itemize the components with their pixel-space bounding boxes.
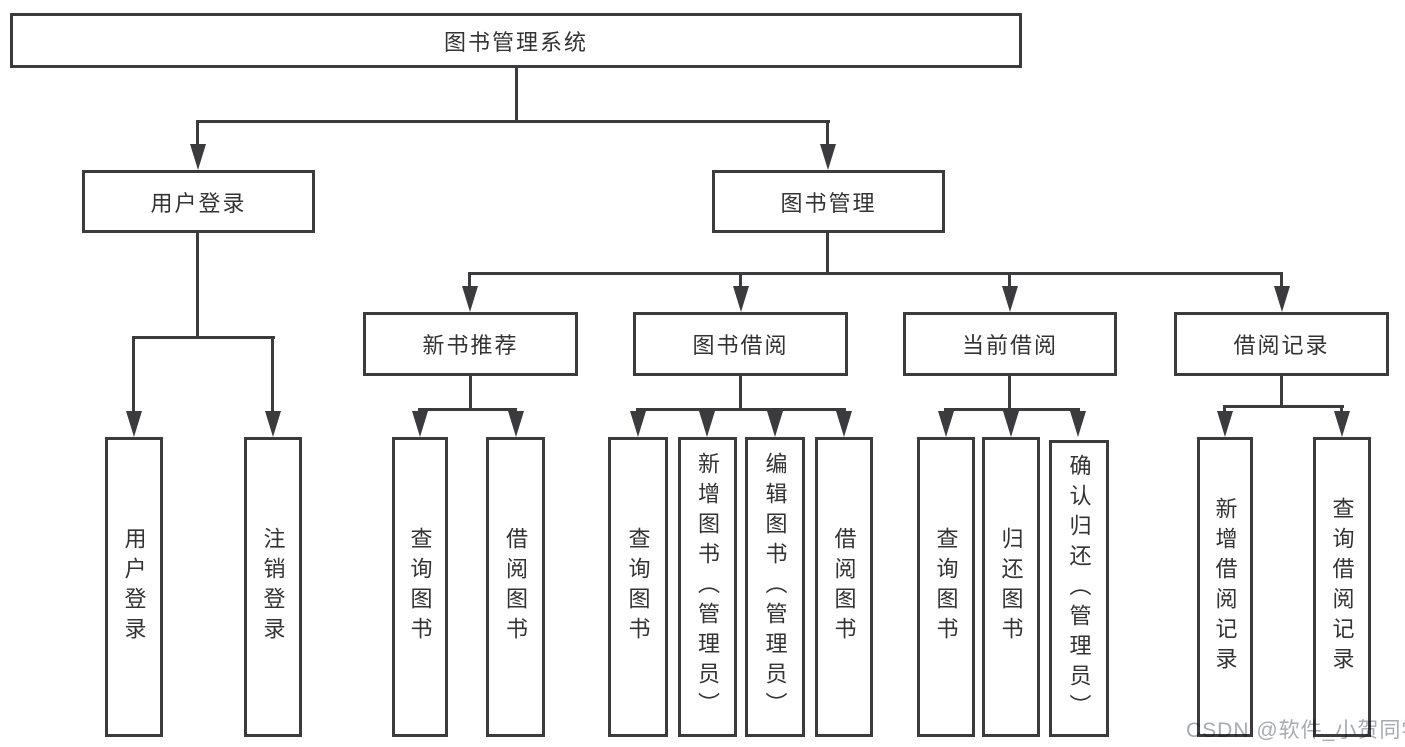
leaf-recommend-borrow-books: 借阅图书 bbox=[486, 437, 545, 737]
connector-user-login-stem bbox=[196, 233, 199, 336]
arrowhead-borrow-edit bbox=[767, 411, 783, 437]
leaf-records-add-record: 新增借阅记录 bbox=[1197, 437, 1253, 737]
connector-drop-records-add bbox=[1223, 405, 1226, 414]
connector-recommend-stem bbox=[469, 376, 472, 408]
arrowhead-current-confirm bbox=[1070, 411, 1086, 437]
leaf-current-query-books: 查询图书 bbox=[917, 437, 975, 737]
arrowhead-current-borrow bbox=[1002, 286, 1018, 312]
leaf-current-return-books: 归还图书 bbox=[982, 437, 1040, 737]
arrowhead-leaf-user-login bbox=[126, 411, 142, 437]
leaf-current-return-books-label: 归还图书 bbox=[998, 527, 1024, 647]
connector-current-bus bbox=[944, 408, 1080, 411]
leaf-borrow-query-books: 查询图书 bbox=[608, 437, 668, 737]
leaf-recommend-query-books-label: 查询图书 bbox=[407, 527, 433, 647]
leaf-recommend-query-books: 查询图书 bbox=[392, 437, 448, 737]
connector-drop-book-borrow bbox=[739, 272, 742, 288]
leaf-borrow-edit-books-admin: 编辑图书（管理员） bbox=[745, 437, 805, 737]
arrowhead-recommend-query bbox=[412, 411, 428, 437]
arrowhead-recommend-borrow bbox=[508, 411, 524, 437]
arrowhead-current-return bbox=[1003, 411, 1019, 437]
leaf-current-confirm-return-admin-label: 确认归还（管理员） bbox=[1066, 453, 1092, 724]
connector-drop-user-login bbox=[196, 120, 199, 146]
leaf-logout-label: 注销登录 bbox=[260, 527, 286, 647]
node-new-book-recommend: 新书推荐 bbox=[363, 312, 578, 376]
leaf-records-query-record: 查询借阅记录 bbox=[1313, 437, 1371, 737]
leaf-user-login: 用户登录 bbox=[105, 437, 163, 737]
leaf-borrow-add-books-admin-label: 新增图书（管理员） bbox=[695, 452, 721, 722]
connector-book-management-stem bbox=[826, 233, 829, 272]
arrowhead-book-borrow bbox=[733, 286, 749, 312]
arrowhead-records-add bbox=[1217, 411, 1233, 437]
connector-drop-book-management bbox=[826, 120, 829, 146]
connector-drop-recommend bbox=[468, 272, 471, 288]
arrowhead-borrow-add bbox=[699, 411, 715, 437]
leaf-borrow-borrow-books-label: 借阅图书 bbox=[831, 527, 857, 647]
node-user-login: 用户登录 bbox=[82, 170, 315, 233]
leaf-borrow-query-books-label: 查询图书 bbox=[625, 527, 651, 647]
arrowhead-records-query bbox=[1334, 411, 1350, 437]
arrowhead-recommend bbox=[462, 286, 478, 312]
arrowhead-book-management bbox=[820, 144, 836, 170]
node-root: 图书管理系统 bbox=[10, 13, 1022, 68]
connector-drop-borrow-records bbox=[1280, 272, 1283, 288]
arrowhead-borrow-query bbox=[630, 411, 646, 437]
leaf-user-login-label: 用户登录 bbox=[121, 527, 147, 647]
connector-drop-leaf-logout bbox=[271, 336, 274, 413]
arrowhead-borrow-records bbox=[1274, 286, 1290, 312]
leaf-borrow-edit-books-admin-label: 编辑图书（管理员） bbox=[762, 452, 788, 722]
leaf-borrow-add-books-admin: 新增图书（管理员） bbox=[678, 437, 737, 737]
connector-current-stem bbox=[1008, 376, 1011, 408]
leaf-current-query-books-label: 查询图书 bbox=[933, 527, 959, 647]
arrowhead-leaf-logout bbox=[265, 411, 281, 437]
leaf-recommend-borrow-books-label: 借阅图书 bbox=[503, 527, 529, 647]
connector-drop-leaf-user-login bbox=[132, 336, 135, 413]
connector-records-bus bbox=[1223, 405, 1344, 408]
connector-book-borrow-stem bbox=[739, 376, 742, 408]
leaf-current-confirm-return-admin: 确认归还（管理员） bbox=[1049, 440, 1109, 737]
leaf-records-query-record-label: 查询借阅记录 bbox=[1329, 497, 1355, 677]
connector-records-stem bbox=[1280, 376, 1283, 405]
node-borrow-records: 借阅记录 bbox=[1174, 312, 1389, 376]
node-book-management: 图书管理 bbox=[712, 170, 945, 233]
leaf-logout: 注销登录 bbox=[244, 437, 302, 737]
connector-user-login-bus bbox=[132, 336, 275, 339]
connector-root-stem bbox=[515, 68, 518, 120]
leaf-borrow-borrow-books: 借阅图书 bbox=[815, 437, 873, 737]
connector-book-borrow-bus bbox=[636, 408, 846, 411]
connector-drop-current-borrow bbox=[1008, 272, 1011, 288]
watermark: CSDN @软件_小贺同学 bbox=[1186, 719, 1405, 742]
connector-level1-bus bbox=[196, 120, 830, 123]
arrowhead-current-query bbox=[938, 411, 954, 437]
arrowhead-user-login bbox=[190, 144, 206, 170]
connector-drop-records-query bbox=[1340, 405, 1343, 414]
connector-level3-bus bbox=[468, 272, 1283, 275]
arrowhead-borrow-borrow bbox=[836, 411, 852, 437]
connector-recommend-bus bbox=[418, 408, 517, 411]
leaf-records-add-record-label: 新增借阅记录 bbox=[1212, 497, 1238, 677]
node-book-borrow: 图书借阅 bbox=[633, 312, 848, 376]
node-current-borrow: 当前借阅 bbox=[903, 312, 1117, 376]
